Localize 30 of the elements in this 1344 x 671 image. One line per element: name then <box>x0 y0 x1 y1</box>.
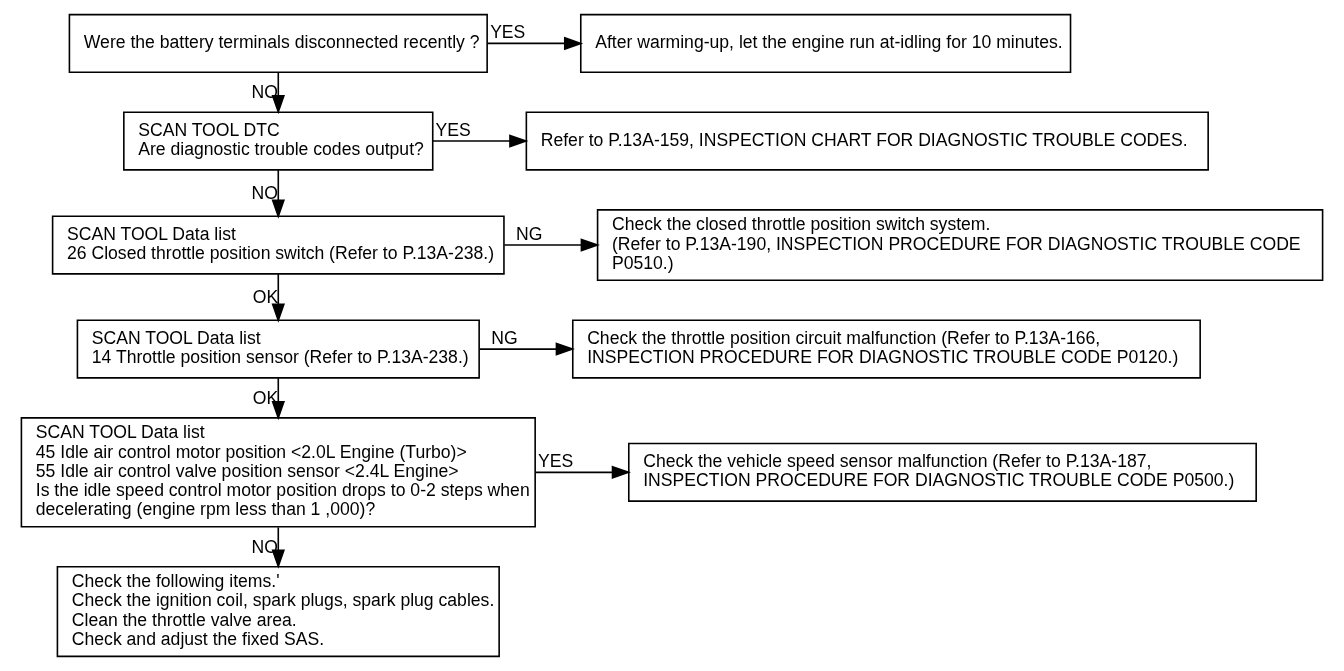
node-box: SCAN TOOL Data list 14 Throttle position sensor (Refer to P.13A-238.) <box>76 319 480 379</box>
arrow <box>503 238 600 252</box>
edge-label: YES <box>490 22 526 43</box>
node-box: Check the vehicle speed sensor malfunction (Refer to P.13A-187, INSPECTION PROCEDURE FOR DIAGNOSTIC TROUBLE CODE P0500.) <box>628 442 1257 502</box>
edge-label: NG <box>491 327 518 348</box>
arrow <box>432 134 529 148</box>
arrow <box>478 342 575 356</box>
edge-label: YES <box>538 451 574 472</box>
node-box: Were the battery terminals disconnected recently ? <box>68 13 488 73</box>
arrow <box>486 36 584 51</box>
edge-label: NG <box>516 223 543 244</box>
arrow <box>534 465 631 480</box>
node-box: Check the closed throttle position switch system. (Refer to P.13A-190, INSPECTION PROCEDURE FOR DIAGNOSTIC TROUBLE CODE P0510.) <box>596 209 1324 282</box>
edge-label: NO <box>251 536 278 557</box>
node-box: SCAN TOOL DTC Are diagnostic trouble codes output? <box>123 111 434 171</box>
arrow <box>271 377 285 421</box>
node-box: SCAN TOOL Data list 26 Closed throttle position switch (Refer to P.13A-238.) <box>51 215 505 275</box>
node-box: SCAN TOOL Data list 45 Idle air control motor position <2.0L Engine (Turbo)> 55 Idle air control valve position sensor <2.4L Engine> Is the idle speed control motor position drops to 0-2 steps when decelerating (engine rpm less than 1 ,000)? <box>20 417 536 528</box>
node-box: Check the throttle position circuit malfunction (Refer to P.13A-166, INSPECTION PROCEDURE FOR DIAGNOSTIC TROUBLE CODE P0120.) <box>571 319 1201 379</box>
edge-label: YES <box>435 119 471 140</box>
arrow <box>271 526 285 569</box>
arrow <box>271 169 285 219</box>
node-box: Check the following items.' Check the ignition coil, spark plugs, spark plug cables. Clean the throttle valve area. Check and adjust the fixed SAS. <box>56 565 500 658</box>
node-box: After warming-up, let the engine run at-idling for 10 minutes. <box>579 13 1072 73</box>
edge-label: NO <box>251 183 278 204</box>
edge-label: OK <box>252 287 279 308</box>
node-box: Refer to P.13A-159, INSPECTION CHART FOR DIAGNOSTIC TROUBLE CODES. <box>525 111 1209 171</box>
arrow <box>271 71 285 115</box>
edge-label: NO <box>251 82 278 103</box>
arrow <box>271 273 285 323</box>
